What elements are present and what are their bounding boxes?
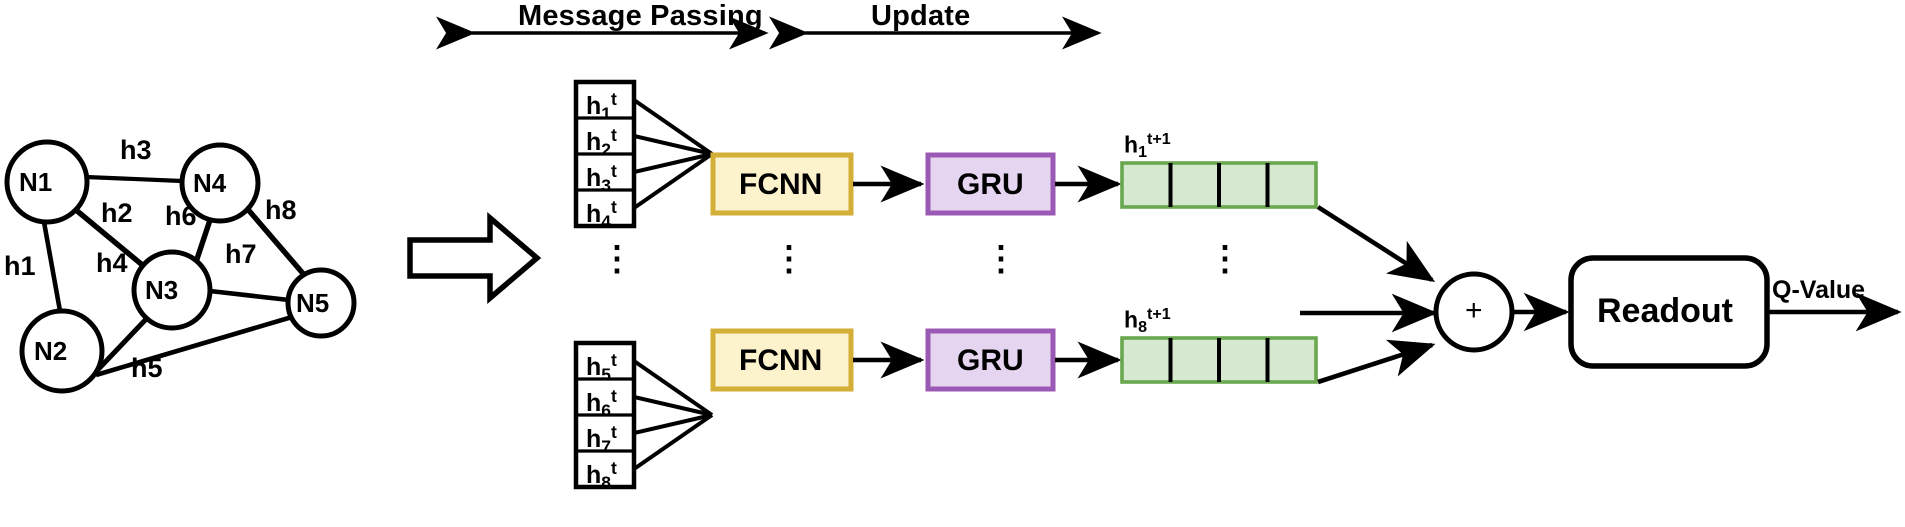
hidden-state-cell-h6t-sup: t — [611, 386, 617, 406]
output-vector-label-top-sub: 1 — [1138, 143, 1148, 162]
graph-edge-h7 — [209, 288, 290, 303]
aggregation-arrows — [1300, 205, 1438, 385]
hidden-state-cell-h7t-base: h — [586, 425, 602, 454]
hidden-state-cell-h7t: h7t — [586, 422, 617, 457]
graph-edge-label-h6: h6 — [165, 201, 197, 231]
hidden-state-cell-h4t-sup: t — [611, 197, 617, 217]
graph-node-N4 — [179, 142, 261, 224]
hidden-state-cell-h1t-sub: 1 — [601, 103, 612, 124]
output-vector-label-top-sup: t+1 — [1147, 130, 1171, 148]
graph-node-label-N2[interactable]: N2 — [34, 336, 68, 366]
graph-edge-h5 — [95, 314, 293, 378]
graph-edge-h6 — [193, 219, 213, 263]
graph-edges — [41, 174, 309, 380]
hidden-state-cell-h1t-sup: t — [611, 89, 617, 109]
graph-node-N1 — [4, 139, 90, 225]
graph-node-label-N3[interactable]: N3 — [145, 275, 179, 305]
hidden-state-cell-h8t-sub: 8 — [601, 472, 612, 493]
graph-edge-h3 — [85, 174, 183, 184]
output-vector-label-bottom: h8t+1 — [1124, 306, 1171, 335]
fcnn-label-top[interactable]: FCNN — [739, 168, 823, 201]
fcnn-box-bottom — [710, 328, 854, 392]
qvalue-label: Q-Value — [1772, 276, 1866, 304]
graph-edge-label-h2: h2 — [101, 198, 133, 228]
hidden-state-cell-h2t-sub: 2 — [601, 139, 612, 160]
fanin-lines-top — [632, 98, 714, 210]
hidden-state-cell-h5t-sup: t — [611, 350, 617, 370]
ellipsis-stack-column: ⋮ — [600, 240, 634, 278]
arrow-bottom-to-sum — [1317, 339, 1436, 385]
hidden-state-cell-h5t-sub: 5 — [601, 364, 612, 385]
hidden-state-cell-h1t: h1t — [586, 89, 617, 124]
hidden-state-cell-h4t-sub: 4 — [601, 211, 612, 232]
hidden-state-cell-h4t: h4t — [586, 197, 617, 232]
output-vector-top — [1120, 161, 1318, 209]
hidden-state-cell-h7t-sup: t — [611, 422, 617, 442]
gru-box-bottom — [925, 328, 1056, 392]
fcnn-box-top — [710, 152, 854, 216]
graph-edge-label-h8: h8 — [265, 195, 297, 225]
fanin-lines-bottom — [632, 359, 714, 471]
graph-node-label-N1[interactable]: N1 — [19, 167, 53, 197]
hidden-state-cell-h3t-sub: 3 — [601, 175, 612, 196]
output-vector-label-top: h1t+1 — [1124, 131, 1171, 160]
hidden-state-cell-h3t: h3t — [586, 161, 617, 196]
graph-edge-h8 — [242, 204, 309, 279]
graph-node-label-N4[interactable]: N4 — [193, 168, 227, 198]
output-vector-bottom — [1120, 336, 1318, 384]
hidden-state-cell-h8t-base: h — [586, 461, 602, 490]
hidden-state-cell-h5t: h5t — [586, 350, 617, 385]
hidden-state-cell-h6t-sub: 6 — [601, 400, 612, 421]
graph-node-label-N5[interactable]: N5 — [296, 288, 330, 318]
arrow-top-to-sum — [1316, 205, 1436, 282]
output-vector-label-bottom-base: h — [1124, 306, 1139, 333]
graph-edge-label-h4: h4 — [96, 248, 128, 278]
fcnn-label-bottom[interactable]: FCNN — [739, 344, 823, 377]
hidden-state-cell-h8t: h8t — [586, 458, 617, 493]
phase-label-message-passing: Message Passing — [518, 0, 763, 32]
hidden-state-cell-h4t-base: h — [586, 200, 602, 229]
hidden-state-cell-h6t: h6t — [586, 386, 617, 421]
hidden-state-cell-h3t-sup: t — [611, 161, 617, 181]
hidden-state-cell-h8t-sup: t — [611, 458, 617, 478]
readout-label[interactable]: Readout — [1597, 292, 1733, 330]
sum-node — [1433, 271, 1515, 353]
graph-node-N2 — [19, 308, 105, 394]
gru-label-bottom[interactable]: GRU — [957, 344, 1024, 377]
graph-edge-label-h1: h1 — [4, 251, 36, 281]
hidden-state-cell-h6t-base: h — [586, 389, 602, 418]
hidden-state-cell-h2t-base: h — [586, 128, 602, 157]
hidden-state-cell-h2t: h2t — [586, 125, 617, 160]
graph-node-N3 — [131, 249, 213, 331]
graph-edge-h2 — [74, 207, 148, 271]
hidden-state-cell-h3t-base: h — [586, 164, 602, 193]
graph-node-N5 — [285, 267, 357, 339]
hidden-state-cell-h7t-sub: 7 — [601, 436, 612, 457]
output-vector-label-bottom-sup: t+1 — [1147, 305, 1171, 323]
sum-node-label[interactable]: + — [1465, 294, 1483, 327]
ellipsis-gru-column: ⋮ — [984, 240, 1018, 278]
ellipsis-vector-column: ⋮ — [1208, 240, 1242, 278]
gru-box-top — [925, 152, 1056, 216]
hidden-state-cell-h2t-sup: t — [611, 125, 617, 145]
output-vector-label-top-base: h — [1124, 131, 1139, 158]
graph-edge-label-h5: h5 — [131, 353, 163, 383]
hidden-state-cell-h1t-base: h — [586, 92, 602, 121]
graph-edge-label-h3: h3 — [120, 135, 152, 165]
gru-label-top[interactable]: GRU — [957, 168, 1024, 201]
hidden-state-stack-bottom — [573, 340, 637, 490]
graph-edge-label-h7: h7 — [225, 239, 257, 269]
block-arrow-right — [407, 212, 542, 304]
graph-edge-h1 — [41, 221, 63, 312]
hidden-state-stack-top — [573, 79, 637, 229]
ellipsis-fcnn-column: ⋮ — [772, 240, 806, 278]
output-vector-label-bottom-sub: 8 — [1138, 318, 1148, 337]
hidden-state-cell-h5t-base: h — [586, 353, 602, 382]
graph-nodes — [4, 139, 357, 394]
phase-label-update: Update — [871, 0, 971, 32]
